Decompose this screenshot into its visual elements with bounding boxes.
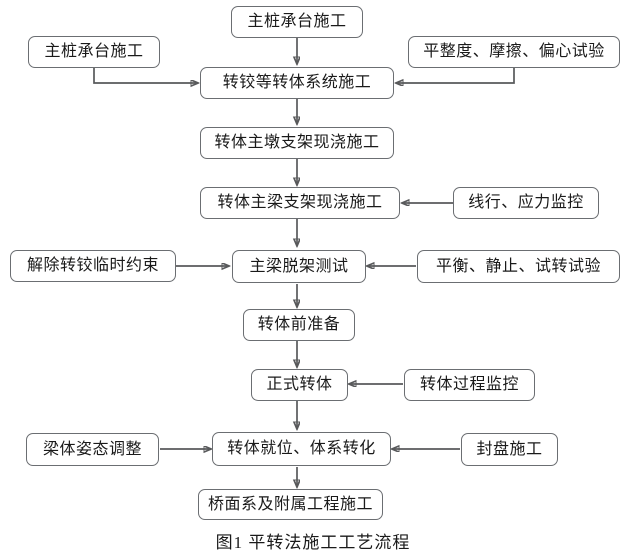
node-zhuliang-tuojia-ceshi[interactable]: 主梁脱架测试 [232, 250, 366, 283]
node-fengpan-shigong[interactable]: 封盘施工 [461, 433, 558, 466]
node-zhuzhuang-chengtai-left[interactable]: 主桩承台施工 [28, 36, 160, 68]
node-pingzhengdu-moca-pianxin-shiyan[interactable]: 平整度、摩擦、偏心试验 [408, 36, 620, 68]
node-qiaomianxi-fushu-gongcheng-shigong[interactable]: 桥面系及附属工程施工 [198, 489, 383, 520]
node-label: 线行、应力监控 [468, 194, 584, 211]
node-label: 转铰等转体系统施工 [222, 74, 372, 91]
node-label: 转体前准备 [257, 316, 341, 333]
figure-caption: 图1 平转法施工工艺流程 [215, 533, 411, 552]
node-label: 梁体姿态调整 [42, 440, 142, 458]
node-zhuanti-zhudun-zhijia-xianjiao-shigong[interactable]: 转体主墩支架现浇施工 [200, 127, 394, 159]
node-zhuanjiao-zhuanti-xitong-shigong[interactable]: 转铰等转体系统施工 [200, 67, 394, 99]
node-label: 转体过程监控 [419, 376, 519, 393]
edge-pingzhengdu-to-zhuanjiao [396, 68, 515, 83]
node-label: 主梁脱架测试 [249, 257, 349, 275]
node-zhuzhuang-chengtai-top[interactable]: 主桩承台施工 [231, 6, 363, 38]
node-jiechu-zhuanjiao-linshi-yueshu[interactable]: 解除转铰临时约束 [10, 250, 176, 282]
node-label: 桥面系及附属工程施工 [207, 495, 373, 513]
node-label: 平衡、静止、试转试验 [435, 257, 601, 275]
node-zhuanti-jiuwei-tixi-zhuanhua[interactable]: 转体就位、体系转化 [212, 432, 391, 466]
node-zhuanti-qian-zhunbei[interactable]: 转体前准备 [243, 309, 355, 341]
node-label: 主桩承台施工 [247, 13, 347, 30]
node-zhuanti-guocheng-jiankong[interactable]: 转体过程监控 [404, 369, 535, 401]
edge-zhuzhuang-left-to-zhuanjiao [93, 68, 198, 83]
node-label: 解除转铰临时约束 [26, 257, 159, 274]
node-label: 转体就位、体系转化 [227, 440, 376, 457]
node-label: 平整度、摩擦、偏心试验 [423, 43, 605, 60]
node-label: 主桩承台施工 [44, 43, 144, 60]
node-zhuanti-zhuliang-zhijia-xianjiao-shigong[interactable]: 转体主梁支架现浇施工 [200, 187, 400, 219]
node-label: 转体主墩支架现浇施工 [214, 134, 380, 151]
node-label: 转体主梁支架现浇施工 [217, 194, 383, 211]
node-pingheng-jingzhi-shizhuan-shiyan[interactable]: 平衡、静止、试转试验 [417, 250, 620, 283]
node-liangti-zitai-tiaozheng[interactable]: 梁体姿态调整 [26, 433, 159, 466]
node-label: 正式转体 [266, 376, 333, 393]
node-zhengshi-zhuanti[interactable]: 正式转体 [251, 369, 348, 401]
node-xianxing-yingli-jiankong[interactable]: 线行、应力监控 [453, 187, 599, 219]
node-label: 封盘施工 [476, 440, 543, 458]
